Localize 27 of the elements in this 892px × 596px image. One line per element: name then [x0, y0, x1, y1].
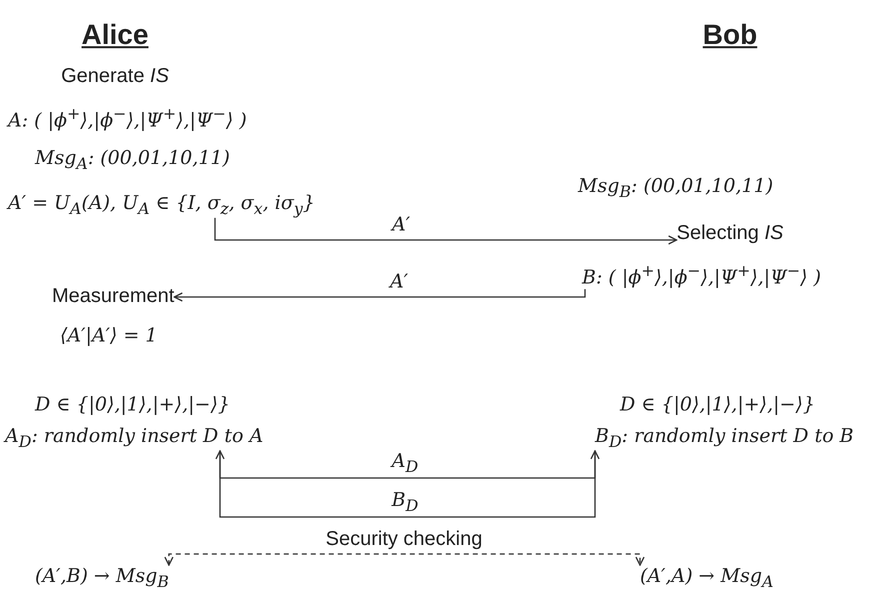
formula: B$_{D}$: randomly insert D to B [595, 425, 854, 451]
formula: A: ( |ϕ$^{+}$⟩,|ϕ$^{−}$⟩,|Ψ$^{+}$⟩,|Ψ$^{−}$⟩ ) [8, 104, 247, 132]
edge-label: A′ [390, 270, 408, 294]
formula: Msg$_{A}$: (00,01,10,11) [35, 147, 230, 173]
formula: A′ = U$_{A}$(A), U$_{A}$ ∈ {I, σ$_{z}$, σ$_{x}$, iσ$_{y}$} [8, 192, 315, 218]
arrow [215, 450, 596, 518]
edge-label: Security checking [326, 527, 482, 551]
edge-label: B$_{D}$ [392, 489, 418, 515]
double-arrow [164, 553, 645, 566]
formula: (A′,A) → Msg$_{A}$ [640, 565, 774, 591]
formula: D ∈ {|0⟩,|1⟩,|+⟩,|−⟩} [35, 394, 230, 416]
edge-label: A′ [392, 214, 410, 236]
arrow [219, 450, 600, 479]
formula: (A′,B) → Msg$_{B}$ [35, 565, 169, 591]
arrow [214, 218, 678, 245]
formula: A$_{D}$: randomly insert D to A [5, 425, 264, 451]
step-text: Generate IS [61, 64, 169, 88]
formula: Msg$_{B}$: (00,01,10,11) [578, 175, 774, 201]
step-text: Measurement [52, 284, 174, 308]
participant-heading: Alice [82, 18, 148, 52]
step-text: Selecting IS [676, 221, 784, 245]
edge-label: A$_{D}$ [392, 450, 418, 476]
arrow [174, 289, 586, 302]
formula: B: ( |ϕ$^{+}$⟩,|ϕ$^{−}$⟩,|Ψ$^{+}$⟩,|Ψ$^{−}$⟩ ) [582, 260, 821, 290]
formula: D ∈ {|0⟩,|1⟩,|+⟩,|−⟩} [620, 394, 815, 416]
participant-heading: Bob [702, 18, 758, 52]
formula: ⟨A′|A′⟩ = 1 [60, 324, 158, 348]
